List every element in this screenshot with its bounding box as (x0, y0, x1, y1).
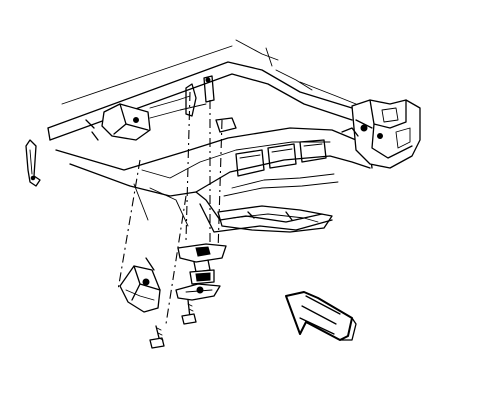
crossmember (55, 127, 373, 233)
skid-plate (217, 205, 333, 233)
left-rail-bracket (85, 95, 207, 141)
front-direction-arrow-icon (285, 291, 357, 341)
frame-rail (47, 39, 357, 141)
bolt-right (181, 299, 197, 325)
upper-tabs (185, 75, 237, 133)
crossmember-openings (235, 139, 327, 177)
alignment-lines (117, 91, 223, 325)
left-clip (25, 139, 41, 187)
lower-bracket (119, 257, 161, 313)
right-mount-bracket (341, 99, 421, 169)
mount-isolator (175, 243, 227, 301)
bolt-left (149, 325, 165, 349)
